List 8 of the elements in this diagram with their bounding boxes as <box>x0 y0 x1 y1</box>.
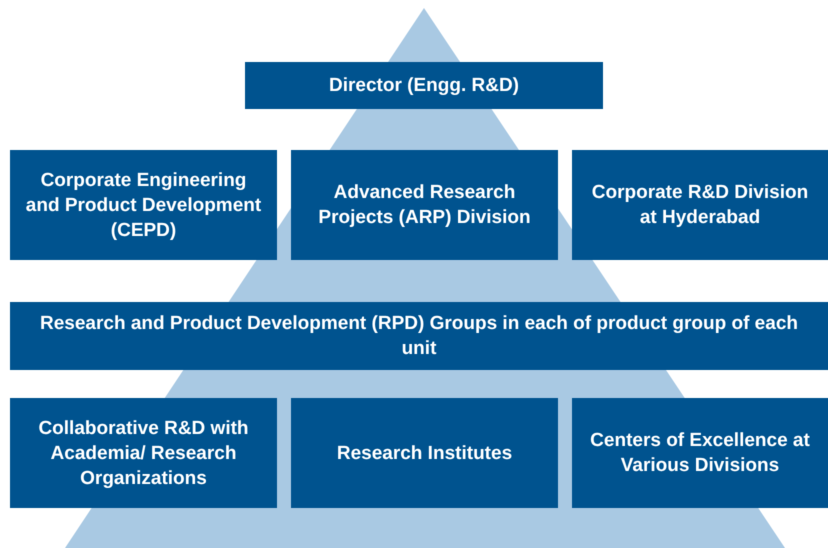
org-box: Centers of Excellence at Various Divisions <box>572 398 828 508</box>
org-box: Collaborative R&D with Academia/ Research Organizations <box>10 398 277 508</box>
org-box: Research and Product Development (RPD) Groups in each of product group of each unit <box>10 302 828 370</box>
org-box: Director (Engg. R&D) <box>245 62 603 109</box>
org-box: Research Institutes <box>291 398 558 508</box>
org-box: Advanced Research Projects (ARP) Division <box>291 150 558 260</box>
org-box: Corporate R&D Division at Hyderabad <box>572 150 828 260</box>
org-box: Corporate Engineering and Product Development (CEPD) <box>10 150 277 260</box>
